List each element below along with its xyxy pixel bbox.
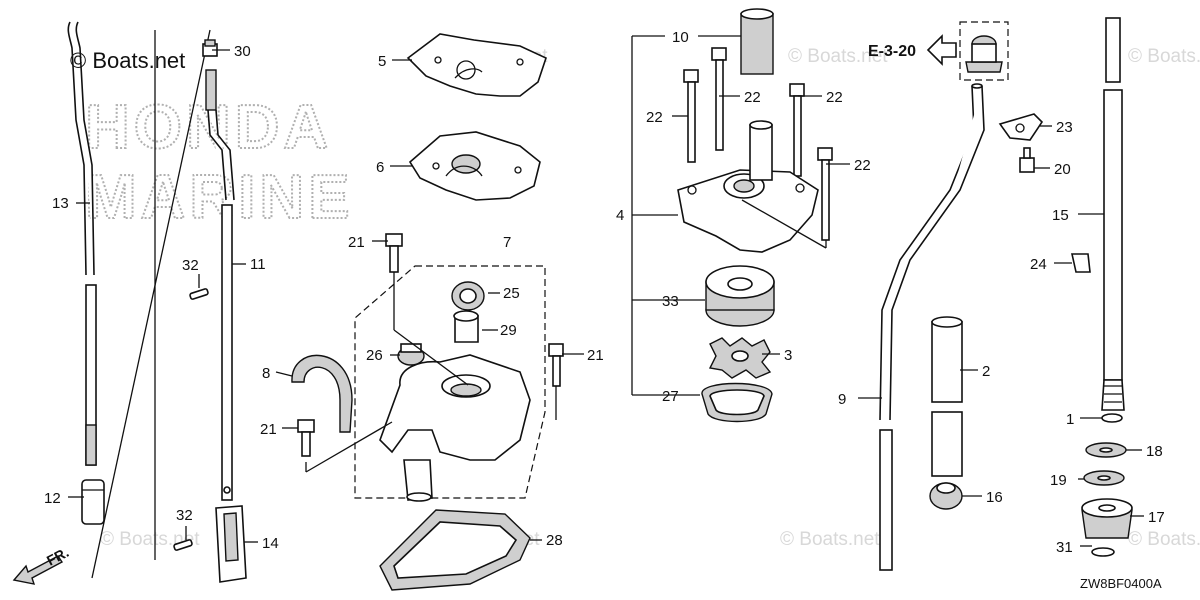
part-20-bolt[interactable] [1019, 147, 1035, 173]
callout-11[interactable]: 11 [250, 256, 266, 273]
part-8-seal-strip[interactable] [291, 354, 353, 433]
part-22-bolt[interactable] [683, 69, 699, 163]
callout-8[interactable]: 8 [262, 365, 270, 382]
callout-6[interactable]: 6 [376, 159, 384, 176]
part-3-impeller[interactable] [708, 337, 772, 379]
watermark-copyright: © Boats.net [1128, 529, 1200, 550]
callout-2[interactable]: 2 [982, 363, 990, 380]
callout-20[interactable]: 20 [1054, 161, 1071, 178]
callout-12[interactable]: 12 [44, 490, 61, 507]
part-22-bolt[interactable] [817, 147, 833, 241]
part-6-plate[interactable] [408, 131, 541, 201]
callout-5[interactable]: 5 [378, 53, 386, 70]
drawing-code: ZW8BF0400A [1080, 576, 1162, 591]
callout-21[interactable]: 21 [348, 234, 365, 251]
part-9-water-tube[interactable] [879, 83, 985, 571]
callout-27[interactable]: 27 [662, 388, 679, 405]
part-32-pin[interactable] [173, 539, 193, 551]
watermark-copyright: © Boats.net [780, 529, 880, 550]
callout-24[interactable]: 24 [1030, 256, 1047, 273]
part-12-rod-joint[interactable] [81, 479, 105, 525]
callout-13[interactable]: 13 [52, 195, 69, 212]
part-2-sleeve[interactable] [931, 316, 963, 477]
part-16-grommet[interactable] [929, 482, 963, 510]
watermark-copyright: © Boats.net [1128, 46, 1200, 67]
callout-14[interactable]: 14 [262, 535, 279, 552]
callout-3[interactable]: 3 [784, 347, 792, 364]
reference-label[interactable]: E-3-20 [868, 43, 916, 60]
callout-30[interactable]: 30 [234, 43, 251, 60]
part-32-pin[interactable] [189, 288, 209, 300]
part-33-impeller-housing[interactable] [705, 265, 775, 327]
part-11-shift-rod[interactable] [205, 69, 235, 501]
brand-watermark-marine: MARINE [85, 163, 354, 232]
callout-21[interactable]: 21 [587, 347, 604, 364]
part-22-bolt[interactable] [711, 47, 727, 151]
callout-32[interactable]: 32 [182, 257, 199, 274]
part-30-nut[interactable] [202, 39, 218, 57]
callout-25[interactable]: 25 [503, 285, 520, 302]
callout-22[interactable]: 22 [826, 89, 843, 106]
callout-9[interactable]: 9 [838, 391, 846, 408]
callout-17[interactable]: 17 [1148, 509, 1165, 526]
part-15-drive-shaft[interactable] [1101, 17, 1125, 411]
part-21-bolt[interactable] [297, 419, 315, 457]
part-28-gasket[interactable] [379, 509, 531, 591]
part-10-tube[interactable] [740, 8, 774, 75]
part-17-pinion-gear[interactable] [1081, 498, 1133, 539]
callout-4[interactable]: 4 [616, 207, 624, 224]
callout-29[interactable]: 29 [500, 322, 517, 339]
callout-19[interactable]: 19 [1050, 472, 1067, 489]
callout-15[interactable]: 15 [1052, 207, 1069, 224]
callout-16[interactable]: 16 [986, 489, 1003, 506]
part-26-cap[interactable] [397, 343, 425, 366]
part-19-washer[interactable] [1083, 470, 1125, 486]
callout-18[interactable]: 18 [1146, 443, 1163, 460]
callout-21[interactable]: 21 [260, 421, 277, 438]
callout-23[interactable]: 23 [1056, 119, 1073, 136]
callout-22[interactable]: 22 [854, 157, 871, 174]
part-21-bolt[interactable] [385, 233, 403, 273]
front-direction-indicator: FR. [12, 544, 71, 585]
callout-28[interactable]: 28 [546, 532, 563, 549]
part-5-plate[interactable] [406, 33, 547, 97]
part-4-water-pump-housing[interactable] [677, 120, 819, 253]
callout-31[interactable]: 31 [1056, 539, 1073, 556]
callout-26[interactable]: 26 [366, 347, 383, 364]
part-31-circlip[interactable] [1091, 547, 1115, 557]
part-25-oil-seal[interactable] [451, 281, 485, 311]
callout-33[interactable]: 33 [662, 293, 679, 310]
copyright-watermark: © Boats.net [70, 48, 185, 73]
callout-1[interactable]: 1 [1066, 411, 1074, 428]
part-18-washer[interactable] [1085, 442, 1127, 458]
part-24-clip[interactable] [1071, 253, 1091, 273]
part-grommet[interactable] [965, 35, 1003, 73]
part-1-circlip[interactable] [1101, 413, 1123, 423]
part-23-plate[interactable] [998, 113, 1044, 141]
callout-10[interactable]: 10 [672, 29, 689, 46]
part-7-pump-housing[interactable] [379, 354, 531, 502]
callout-7[interactable]: 7 [503, 234, 511, 251]
part-27-gasket[interactable] [701, 382, 773, 423]
callout-22[interactable]: 22 [744, 89, 761, 106]
part-13-shift-rod[interactable] [67, 21, 97, 466]
watermark-copyright: © Boats.net [788, 46, 888, 67]
part-21-bolt[interactable] [548, 343, 564, 387]
part-14-rod-guide[interactable] [215, 505, 247, 583]
callout-32[interactable]: 32 [176, 507, 193, 524]
direction-arrow-icon [12, 555, 64, 585]
callout-22[interactable]: 22 [646, 109, 663, 126]
part-29-bushing[interactable] [453, 310, 479, 343]
part-22-bolt[interactable] [789, 83, 805, 177]
reference-arrow-icon [926, 34, 957, 66]
